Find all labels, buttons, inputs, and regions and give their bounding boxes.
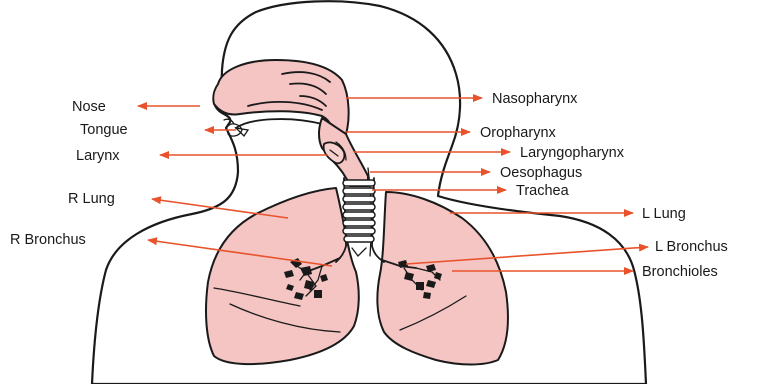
label-bronchioles: Bronchioles: [642, 264, 718, 280]
label-larynx: Larynx: [76, 148, 120, 164]
label-nose: Nose: [72, 99, 106, 115]
label-laryngopharynx: Laryngopharynx: [520, 145, 625, 161]
label-r-bronchus: R Bronchus: [10, 232, 86, 248]
label-trachea: Trachea: [516, 183, 570, 199]
label-tongue: Tongue: [80, 122, 128, 138]
label-l-bronchus: L Bronchus: [655, 239, 728, 255]
label-r-lung: R Lung: [68, 191, 115, 207]
label-l-lung: L Lung: [642, 206, 686, 222]
label-oesophagus: Oesophagus: [500, 165, 582, 181]
label-nasopharynx: Nasopharynx: [492, 91, 578, 107]
label-oropharynx: Oropharynx: [480, 125, 557, 141]
